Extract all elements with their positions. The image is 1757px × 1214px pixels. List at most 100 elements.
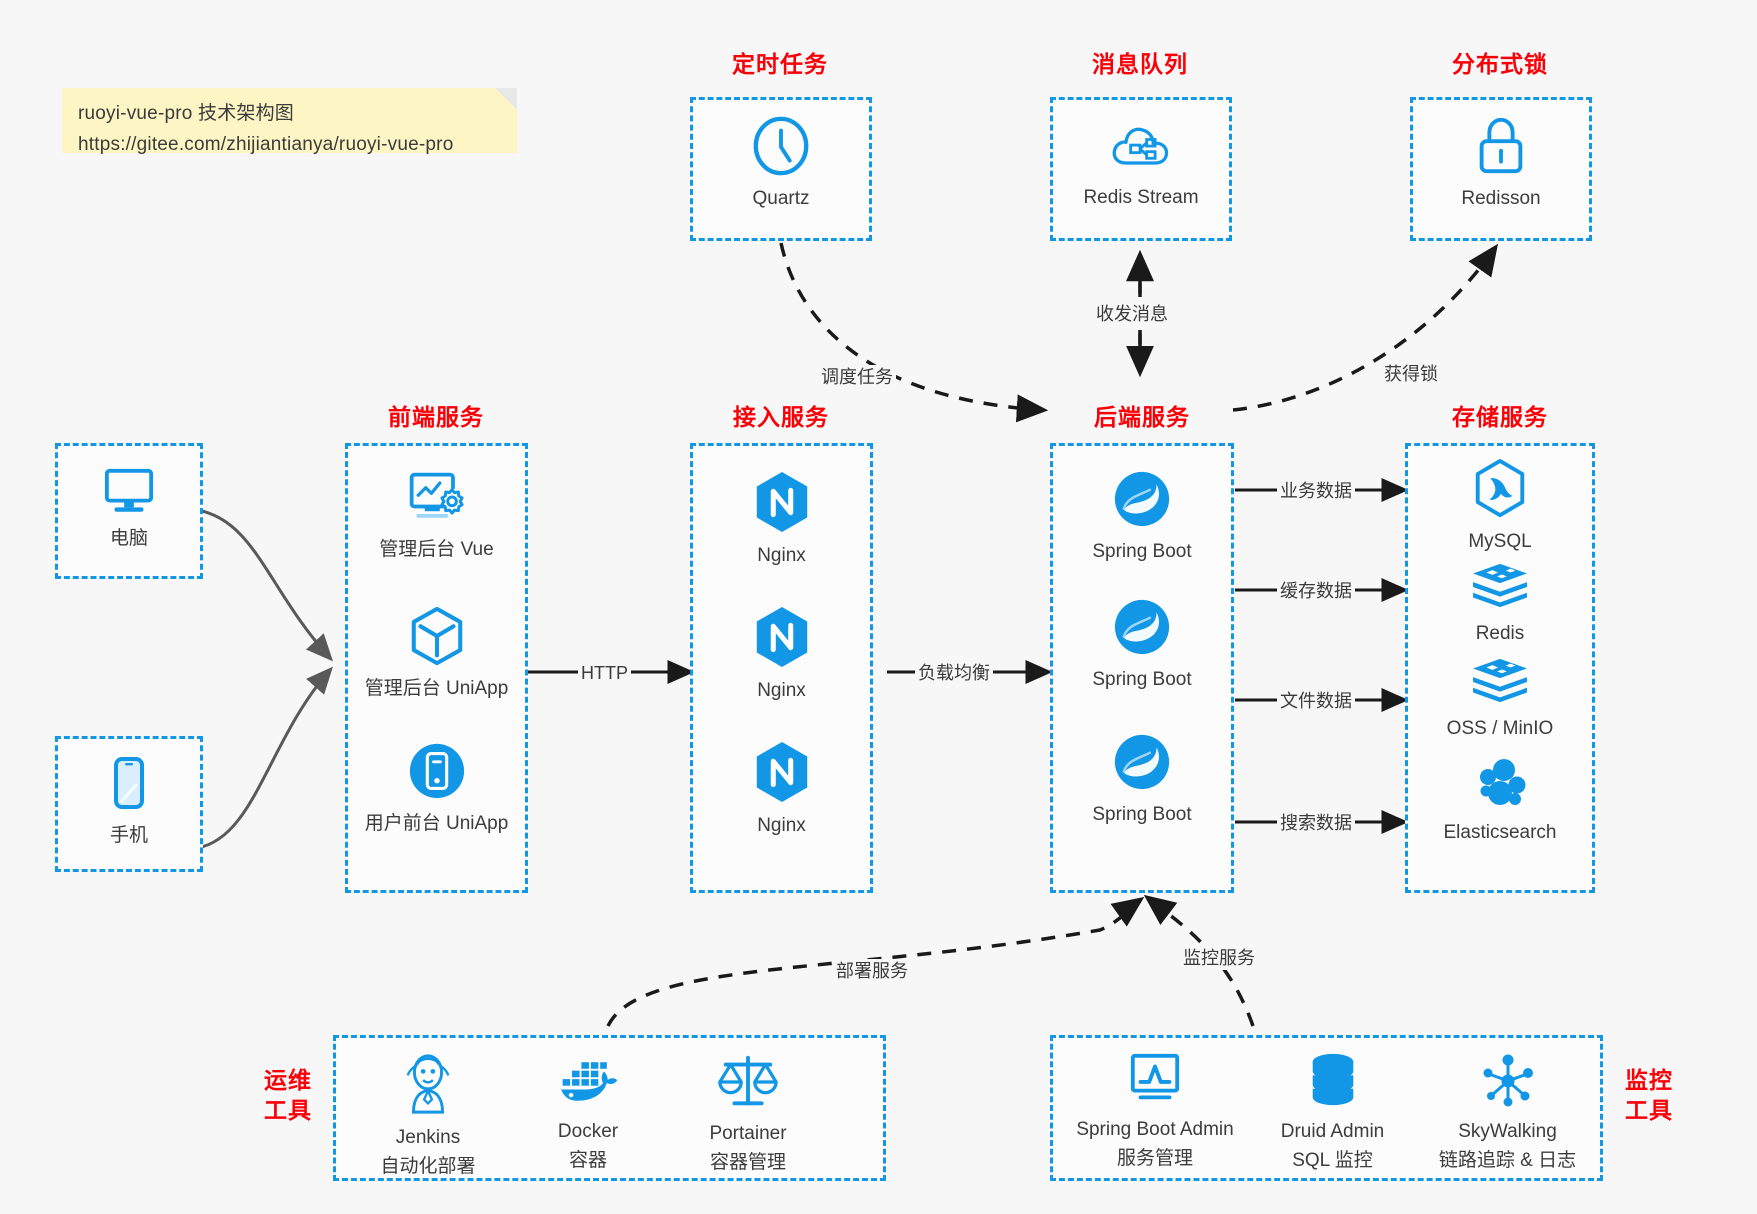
node-spring-boot-3[interactable]: Spring Boot [1050,731,1234,827]
node-label: Nginx [757,545,806,566]
database-cylinder-icon [1305,1052,1361,1115]
node-mobile[interactable]: 手机 [55,756,203,848]
node-label: 管理后台 UniApp [364,678,509,699]
node-label: Elasticsearch [1443,822,1557,843]
edge-label-search-data: 搜索数据 [1277,811,1355,835]
edge-label-schedule-task: 调度任务 [818,365,896,389]
node-label: Jenkins [395,1127,461,1148]
node-user-uniapp[interactable]: 用户前台 UniApp [345,740,528,836]
cloud-network-icon [1110,118,1172,181]
node-portainer[interactable]: Portainer 容器管理 [668,1052,828,1175]
edge-label-file-data: 文件数据 [1277,689,1355,713]
group-title-storage: 存储服务 [1452,404,1548,430]
nginx-icon [752,470,812,539]
node-label: Redis Stream [1083,187,1199,208]
hexagon-cube-icon [406,605,468,672]
node-redisson[interactable]: Redisson [1410,115,1592,211]
node-label: Spring Boot [1092,541,1192,562]
node-quartz[interactable]: Quartz [690,115,872,211]
edge-backend-to-lock [1232,243,1499,412]
edge-label-business-data: 业务数据 [1277,479,1355,503]
node-docker[interactable]: Docker 容器 [508,1052,668,1173]
mobile-circle-icon [406,740,468,807]
monitor-title-line1: 监控 [1625,1067,1673,1093]
mysql-dolphin-icon [1471,458,1529,525]
node-admin-vue[interactable]: 管理后台 Vue [345,470,528,562]
redis-stack-icon [1469,655,1531,712]
node-spring-boot-1[interactable]: Spring Boot [1050,468,1234,564]
edge-label-deploy-service: 部署服务 [833,959,911,983]
smartphone-icon [108,756,150,819]
desktop-monitor-icon [101,465,157,522]
node-label: 管理后台 Vue [379,539,494,560]
node-druid-admin[interactable]: Druid Admin SQL 监控 [1250,1052,1415,1173]
edge-label-http: HTTP [578,661,631,685]
group-box-message-queue [1050,97,1232,241]
skywalking-node-icon [1479,1052,1537,1115]
node-spring-boot-admin[interactable]: Spring Boot Admin 服务管理 [1055,1052,1255,1171]
node-sublabel: 自动化部署 [380,1156,476,1177]
node-elasticsearch[interactable]: Elasticsearch [1405,755,1595,845]
group-title-ops-tools: 运维 工具 [252,1065,324,1125]
ops-title-line1: 运维 [264,1067,312,1093]
node-label: Nginx [757,815,806,836]
nginx-icon [752,740,812,809]
node-nginx-1[interactable]: Nginx [690,470,873,568]
node-label: Spring Boot [1092,669,1192,690]
architecture-note: ruoyi-vue-pro 技术架构图 https://gitee.com/zh… [62,88,517,155]
node-redis[interactable]: Redis [1405,560,1595,646]
node-oss-minio[interactable]: OSS / MinIO [1405,655,1595,741]
note-title: ruoyi-vue-pro 技术架构图 [78,103,295,124]
group-title-monitor-tools: 监控 工具 [1613,1065,1685,1125]
jenkins-butler-icon [399,1052,457,1121]
spring-boot-icon [1111,596,1173,663]
node-label: Portainer [709,1123,787,1144]
group-title-distributed-lock: 分布式锁 [1452,51,1548,77]
group-title-message-queue: 消息队列 [1092,51,1188,77]
edge-label-monitor-service: 监控服务 [1180,946,1258,970]
node-label: 用户前台 UniApp [364,813,509,834]
node-skywalking[interactable]: SkyWalking 链路追踪 & 日志 [1415,1052,1600,1173]
group-title-gateway: 接入服务 [733,404,829,430]
ops-title-line2: 工具 [264,1097,312,1123]
dashboard-gear-icon [406,470,468,533]
node-mysql[interactable]: MySQL [1405,458,1595,554]
node-label: SkyWalking [1458,1121,1557,1142]
spring-boot-icon [1111,731,1173,798]
node-label: Quartz [752,188,810,209]
node-spring-boot-2[interactable]: Spring Boot [1050,596,1234,692]
node-label: Druid Admin [1280,1121,1385,1142]
node-label: 手机 [109,825,148,846]
redis-stack-icon [1469,560,1531,617]
note-fold-corner [495,88,517,110]
node-jenkins[interactable]: Jenkins 自动化部署 [348,1052,508,1179]
scales-balance-icon [717,1052,779,1117]
edge-label-mq-messages: 收发消息 [1093,302,1171,326]
node-label: Docker [557,1121,619,1142]
node-sublabel: SQL 监控 [1292,1150,1373,1171]
node-label: Nginx [757,680,806,701]
node-sublabel: 服务管理 [1116,1148,1193,1169]
node-nginx-2[interactable]: Nginx [690,605,873,703]
node-admin-uniapp[interactable]: 管理后台 UniApp [345,605,528,701]
node-label: OSS / MinIO [1446,718,1554,739]
note-url: https://gitee.com/zhijiantianya/ruoyi-vu… [78,134,454,155]
monitor-title-line2: 工具 [1625,1097,1673,1123]
edge-label-load-balance: 负载均衡 [915,661,993,685]
group-title-backend: 后端服务 [1094,404,1190,430]
node-label: MySQL [1468,531,1532,552]
edge-clients-to-frontend [196,508,334,850]
edge-label-acquire-lock: 获得锁 [1381,362,1441,386]
elasticsearch-icon [1471,755,1529,816]
node-label: Redis [1475,623,1525,644]
nginx-icon [752,605,812,674]
group-title-scheduled-task: 定时任务 [732,51,828,77]
node-sublabel: 容器管理 [709,1152,786,1173]
node-nginx-3[interactable]: Nginx [690,740,873,838]
group-title-frontend: 前端服务 [388,404,484,430]
node-label: Spring Boot [1092,804,1192,825]
spring-boot-icon [1111,468,1173,535]
node-redis-stream[interactable]: Redis Stream [1050,118,1232,210]
node-sublabel: 容器 [568,1150,607,1171]
node-desktop[interactable]: 电脑 [55,465,203,551]
